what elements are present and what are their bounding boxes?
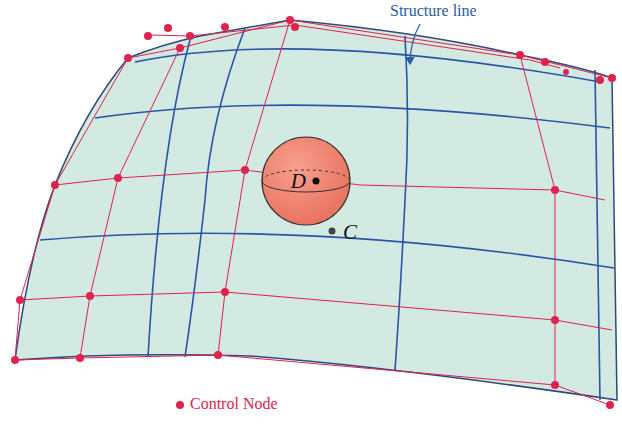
legend-text: Control Node [190, 395, 278, 413]
control-grid [15, 20, 612, 405]
surface [15, 20, 617, 400]
point-c [329, 228, 336, 235]
sphere-node: D [260, 135, 352, 227]
legend-swatch [176, 401, 184, 409]
structure-lines [40, 28, 614, 400]
control-nodes [11, 16, 616, 409]
sphere-shape [260, 135, 352, 227]
leader-line [410, 24, 420, 64]
callout-label: Structure line [390, 2, 477, 20]
point-label: D [291, 169, 306, 194]
point-label: C [343, 220, 357, 245]
